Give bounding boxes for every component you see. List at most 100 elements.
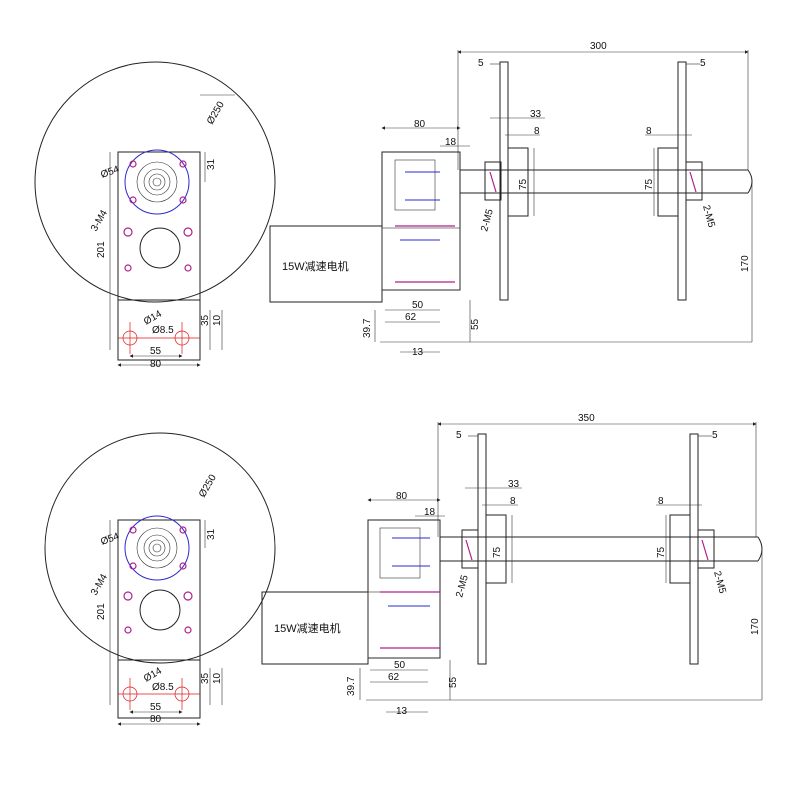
front-dim-250: Ø250 [197, 472, 219, 499]
shaft-dim-33: 33 [508, 479, 520, 490]
shaft-dim-m5-right: 2-M5 [711, 570, 728, 595]
shaft-dim-m5-left: 2-M5 [454, 573, 471, 598]
front-dim-80: 80 [150, 359, 162, 370]
shaft-dim-m5-right: 2-M5 [700, 204, 717, 229]
bolt-hole [129, 562, 137, 570]
side-dim-55: 55 [448, 676, 459, 688]
front-dim-10: 10 [212, 672, 223, 684]
bolt-hole [129, 526, 137, 534]
motor-label: 15W减速电机 [274, 621, 341, 635]
shaft-dim-8-right: 8 [646, 126, 652, 137]
front-dim-31: 31 [206, 528, 217, 540]
front-dim-m4: 3-M4 [89, 572, 110, 598]
shaft-dim-75-left: 75 [518, 178, 529, 190]
bolt-hole [184, 626, 192, 634]
bolt-hole [123, 227, 133, 237]
shaft-dim-5-right: 5 [700, 58, 706, 69]
flange-core [148, 539, 166, 557]
flange-mid [136, 527, 178, 569]
flange-outer [124, 149, 190, 215]
length-dim: 300 [590, 41, 607, 52]
right-hub [685, 161, 703, 201]
shaft-dim-5-left: 5 [456, 430, 462, 441]
bolt-hole [179, 196, 187, 204]
side-dim-13: 13 [412, 347, 424, 358]
flange-mid [136, 161, 178, 203]
front-dim-250: Ø250 [205, 99, 227, 126]
shaft-dim-8-left: 8 [510, 496, 516, 507]
gearbox-body [117, 659, 201, 719]
disc-outline [44, 432, 276, 664]
flange-outer [124, 515, 190, 581]
flange-inner [143, 534, 171, 562]
bolt-hole [124, 264, 132, 272]
front-dim-8-5: Ø8.5 [152, 325, 174, 336]
bolt-hole [179, 562, 187, 570]
shaft-dim-75-right: 75 [656, 546, 667, 558]
left-paddle [477, 433, 487, 665]
shaft-dim-8-left: 8 [534, 126, 540, 137]
front-dim-35: 35 [200, 314, 211, 326]
left-hub [461, 529, 479, 569]
gearbox-body [117, 299, 201, 361]
front-view: Ø250 31 201 3-M4 Ø54 Ø14 Ø8.5 35 10 55 8… [34, 61, 276, 370]
front-dim-55: 55 [150, 346, 162, 357]
bolt-hole [179, 160, 187, 168]
shaft-dim-33: 33 [530, 109, 542, 120]
side-dim-62: 62 [405, 312, 417, 323]
flange-hub [152, 177, 162, 187]
front-dim-8-5: Ø8.5 [152, 682, 174, 693]
disc-outline [34, 61, 276, 303]
right-paddle [689, 433, 699, 665]
side-dim-39-7: 39.7 [362, 318, 373, 338]
side-dim-62: 62 [388, 672, 400, 683]
side-dim-18: 18 [445, 137, 457, 148]
shaft-dim-170: 170 [740, 255, 751, 272]
shaft-dim-m5-left: 2-M5 [479, 207, 496, 232]
front-dim-201: 201 [96, 603, 107, 620]
view-bottom: Ø250 31 201 3-M4 Ø54 Ø14 Ø8.5 35 10 55 8… [44, 413, 763, 726]
view-top: Ø250 31 201 3-M4 Ø54 Ø14 Ø8.5 35 10 55 8… [34, 41, 753, 370]
length-dim: 350 [578, 413, 595, 424]
side-view: 15W减速电机 350 5 [261, 413, 763, 717]
flange-core [148, 173, 166, 191]
gearbox-side [367, 519, 441, 659]
right-paddle [677, 61, 687, 301]
shaft-dim-5-right: 5 [712, 430, 718, 441]
bolt-hole [184, 264, 192, 272]
bolt-hole [124, 626, 132, 634]
front-dim-55: 55 [150, 702, 162, 713]
front-dim-31: 31 [206, 158, 217, 170]
right-hub [697, 529, 715, 569]
front-dim-35: 35 [200, 672, 211, 684]
center-hole [139, 589, 181, 631]
front-dim-10: 10 [212, 314, 223, 326]
shaft-dim-75-right: 75 [644, 178, 655, 190]
front-dim-201: 201 [96, 241, 107, 258]
front-dim-80: 80 [150, 714, 162, 725]
side-dim-13: 13 [396, 706, 408, 717]
bolt-hole [183, 591, 193, 601]
gearbox-side [381, 151, 461, 291]
bolt-hole [179, 526, 187, 534]
bolt-hole [129, 196, 137, 204]
side-dim-39-7: 39.7 [346, 676, 357, 696]
shaft-dim-170: 170 [750, 618, 761, 635]
flange-hub [152, 543, 162, 553]
shaft-dim-75-left: 75 [492, 546, 503, 558]
side-dim-80: 80 [396, 491, 408, 502]
flange-inner [143, 168, 171, 196]
side-view: 15W减速电机 [269, 41, 753, 358]
bolt-hole [129, 160, 137, 168]
left-hub [484, 161, 502, 201]
shaft-dim-8-right: 8 [658, 496, 664, 507]
shaft-dim-5-left: 5 [478, 58, 484, 69]
side-dim-18: 18 [424, 507, 436, 518]
front-dim-m4: 3-M4 [89, 208, 110, 234]
bolt-hole [123, 591, 133, 601]
side-dim-55: 55 [470, 318, 481, 330]
side-dim-80: 80 [414, 119, 426, 130]
side-dim-50: 50 [412, 300, 424, 311]
front-view: Ø250 31 201 3-M4 Ø54 Ø14 Ø8.5 35 10 55 8… [44, 432, 276, 726]
